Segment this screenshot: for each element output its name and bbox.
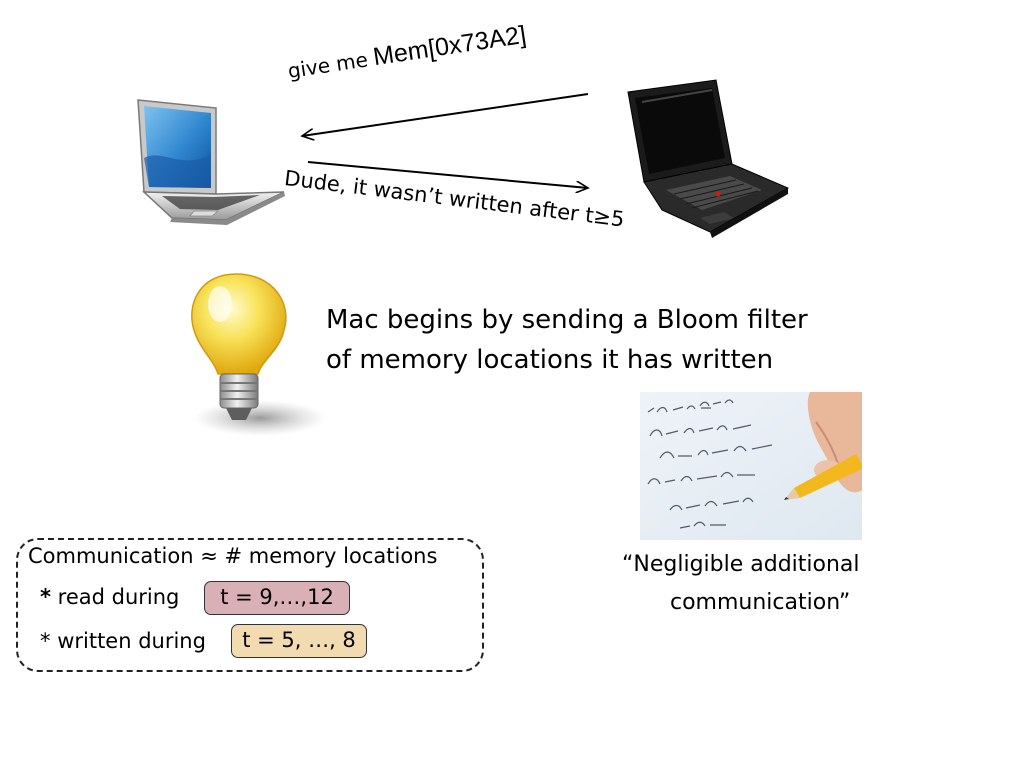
request-arrow — [302, 93, 589, 136]
read-bullet: * — [40, 585, 51, 609]
thinkpad-laptop-icon — [627, 79, 790, 238]
quote-line-2: communication” — [670, 590, 851, 615]
communication-box — [16, 538, 484, 672]
lightbulb-icon — [191, 273, 326, 436]
read-range-badge: t = 9,…,12 — [204, 581, 350, 615]
idea-line-1: Mac begins by sending a Bloom filter — [326, 305, 808, 335]
write-bullet: * — [40, 629, 51, 653]
quote-line-1: “Negligible additional — [622, 552, 860, 577]
laptop-icon — [137, 99, 285, 225]
math-handwriting-photo — [640, 392, 862, 540]
communication-title: Communication ≈ # memory locations — [28, 544, 438, 568]
write-label: written during — [57, 629, 206, 653]
write-range-badge: t = 5, …, 8 — [231, 624, 367, 658]
quote-text: “Negligible additional communication” — [600, 546, 890, 622]
idea-line-2: of memory locations it has written — [326, 345, 774, 375]
read-line: * read during — [40, 585, 179, 609]
read-label: read during — [57, 585, 180, 609]
response-arrow — [307, 161, 588, 188]
idea-text: Mac begins by sending a Bloom filter of … — [326, 300, 886, 380]
write-line: * written during — [40, 629, 206, 653]
